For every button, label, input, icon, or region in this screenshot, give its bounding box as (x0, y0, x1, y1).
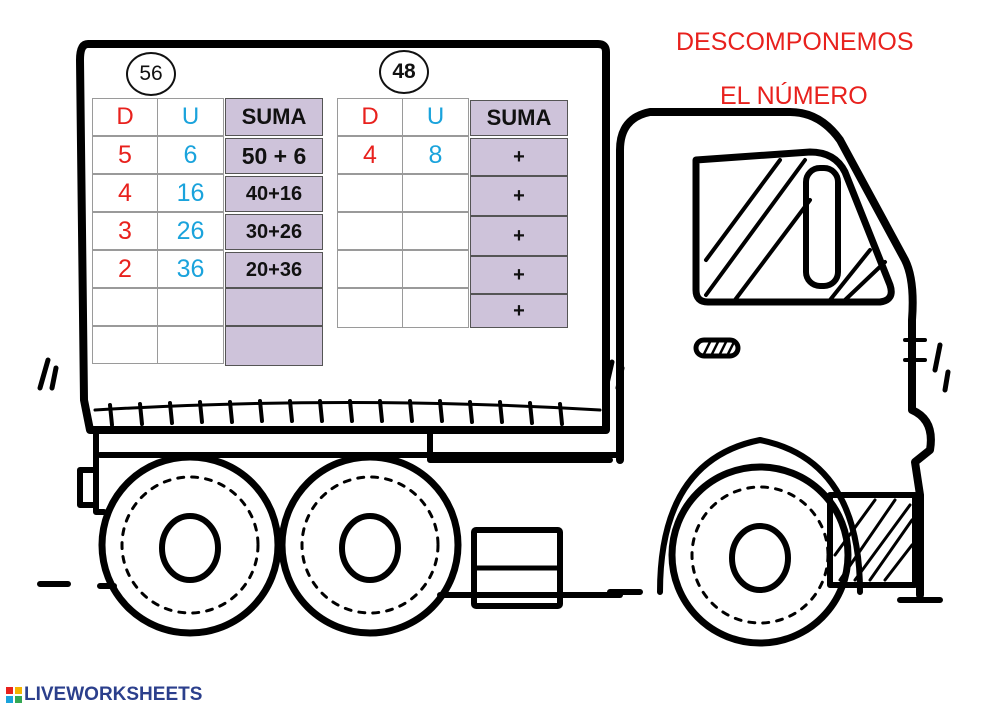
table-cell-u[interactable] (402, 288, 469, 328)
header-decenas: D (337, 98, 403, 136)
table-cell-u: 8 (402, 136, 469, 174)
sum-input[interactable]: + (470, 138, 568, 176)
table-cell-d[interactable] (92, 326, 158, 364)
table-cell-d: 4 (337, 136, 403, 174)
sum-input[interactable]: 30+26 (225, 214, 323, 250)
header-unidades: U (402, 98, 469, 136)
table-cell-d: 2 (92, 250, 158, 288)
sum-input[interactable]: 50 + 6 (225, 138, 323, 174)
sum-input[interactable]: 40+16 (225, 176, 323, 212)
table-cell-d[interactable] (337, 174, 403, 212)
header-suma: SUMA (225, 98, 323, 136)
sum-input[interactable] (225, 326, 323, 366)
footer-brand: LIVEWORKSHEETS (24, 684, 203, 705)
table-cell-d[interactable] (92, 288, 158, 326)
sum-input[interactable] (225, 288, 323, 326)
table-cell-d: 5 (92, 136, 158, 174)
header-decenas: D (92, 98, 158, 136)
table-cell-u[interactable] (402, 174, 469, 212)
table-cell-d[interactable] (337, 288, 403, 328)
number-circle-2: 48 (379, 50, 429, 94)
table-cell-d[interactable] (337, 250, 403, 288)
sum-input[interactable]: + (470, 176, 568, 216)
title-line-1: DESCOMPONEMOS (676, 28, 914, 56)
table-cell-u: 6 (157, 136, 224, 174)
liveworksheets-logo: LIVEWORKSHEETS (6, 684, 202, 706)
table-cell-u: 26 (157, 212, 224, 250)
title-line-2: EL NÚMERO (720, 82, 868, 110)
header-suma: SUMA (470, 100, 568, 136)
sum-input[interactable]: 20+36 (225, 252, 323, 288)
table-cell-u[interactable] (157, 326, 224, 364)
table-cell-u[interactable] (402, 250, 469, 288)
table-cell-d[interactable] (337, 212, 403, 250)
header-unidades: U (157, 98, 224, 136)
sum-input[interactable]: + (470, 294, 568, 328)
table-cell-d: 4 (92, 174, 158, 212)
liveworksheets-icon (6, 687, 22, 703)
table-cell-u: 16 (157, 174, 224, 212)
sum-input[interactable]: + (470, 216, 568, 256)
sum-input[interactable]: + (470, 256, 568, 294)
number-circle-1: 56 (126, 52, 176, 96)
table-cell-u: 36 (157, 250, 224, 288)
table-cell-u[interactable] (157, 288, 224, 326)
table-cell-u[interactable] (402, 212, 469, 250)
table-cell-d: 3 (92, 212, 158, 250)
